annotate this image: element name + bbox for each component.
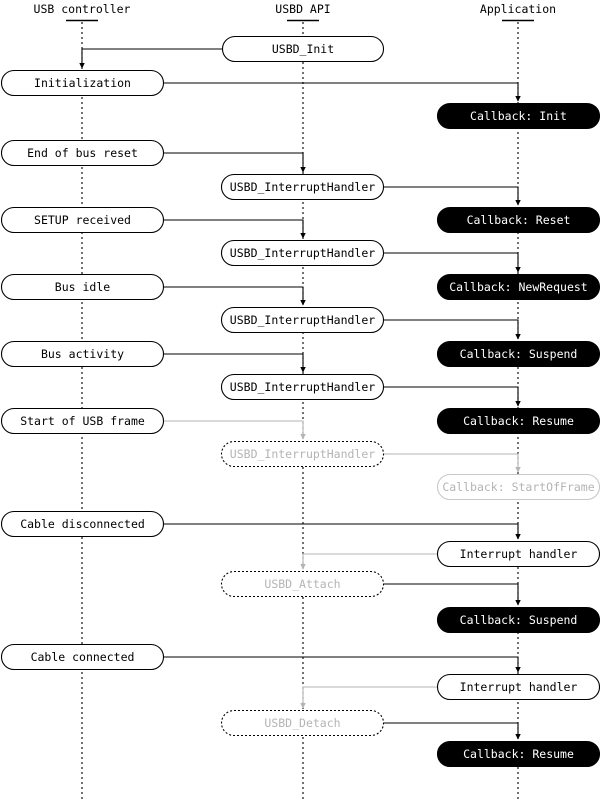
- node-shape: [220, 570, 385, 598]
- node-setup-received[interactable]: SETUP received: [0, 206, 165, 234]
- node-label: Bus idle: [55, 280, 110, 294]
- node-label: Callback: Suspend: [460, 613, 578, 627]
- column-title-usbd-api: USBD API: [275, 2, 330, 16]
- column-title-application: Application: [480, 2, 556, 16]
- connector-c-detach-to-cbresume2: [384, 722, 521, 740]
- node-interrupt-handler-4[interactable]: USBD_InterruptHandler: [220, 373, 385, 401]
- node-label: Callback: Reset: [467, 213, 571, 227]
- node-label: USBD_InterruptHandler: [230, 180, 375, 194]
- connector-c-ih2-to-cbnewrequest: [384, 252, 521, 273]
- node-label: Callback: Resume: [463, 747, 574, 761]
- node-shape: [0, 510, 165, 538]
- node-shape: [0, 340, 165, 368]
- connector-c-ihapp1-to-attach: [300, 553, 437, 570]
- node-usbd-detach[interactable]: USBD_Detach: [220, 709, 385, 737]
- node-callback-reset[interactable]: Callback: Reset: [436, 206, 600, 234]
- node-label: Cable disconnected: [20, 517, 145, 531]
- lifelines-layer: [66, 19, 534, 800]
- node-interrupt-handler-app-1[interactable]: Interrupt handler: [436, 540, 600, 568]
- node-label: Interrupt handler: [460, 547, 578, 561]
- connector-c-init-to-initialization: [79, 48, 222, 69]
- connector-c-disconnected-to-ihapp1: [164, 523, 521, 540]
- connector-c-initialization-to-cbinit: [164, 82, 521, 102]
- connector-c-busactivity-to-ih4: [164, 353, 306, 373]
- connector-c-ih5-to-cbsof: [384, 453, 521, 473]
- headers-layer: USB controller USBD API Application: [34, 2, 557, 16]
- node-shape: [0, 643, 165, 671]
- node-shape: [220, 373, 385, 401]
- node-label: USBD_InterruptHandler: [230, 380, 375, 394]
- node-callback-resume-1[interactable]: Callback: Resume: [436, 407, 600, 435]
- connector-c-connected-to-ihapp2: [164, 656, 521, 673]
- node-label: Callback: Init: [470, 109, 567, 123]
- node-callback-suspend-2[interactable]: Callback: Suspend: [436, 606, 600, 634]
- node-callback-resume-2[interactable]: Callback: Resume: [436, 740, 600, 768]
- node-shape: [0, 206, 165, 234]
- node-label: USBD_Attach: [264, 577, 340, 591]
- connections-layer: [79, 48, 521, 740]
- node-initialization[interactable]: Initialization: [0, 69, 165, 97]
- node-interrupt-handler-1[interactable]: USBD_InterruptHandler: [220, 173, 385, 201]
- node-callback-init[interactable]: Callback: Init: [436, 102, 600, 130]
- connector-c-busreset-to-ih1: [164, 152, 306, 173]
- connector-c-ihapp2-to-detach: [300, 686, 437, 709]
- node-label: Callback: StartOfFrame: [442, 480, 594, 494]
- node-label: End of bus reset: [27, 146, 138, 160]
- connector-c-ih1-to-cbreset: [384, 186, 521, 206]
- connector-c-attach-to-cbsuspend2: [384, 583, 521, 606]
- node-end-of-bus-reset[interactable]: End of bus reset: [0, 139, 165, 167]
- node-label: Callback: NewRequest: [449, 280, 587, 294]
- node-label: Start of USB frame: [20, 414, 145, 428]
- node-bus-activity[interactable]: Bus activity: [0, 340, 165, 368]
- node-interrupt-handler-app-2[interactable]: Interrupt handler: [436, 673, 600, 701]
- node-label: Interrupt handler: [460, 680, 578, 694]
- node-interrupt-handler-3[interactable]: USBD_InterruptHandler: [220, 306, 385, 334]
- node-shape: [221, 35, 385, 63]
- node-bus-idle[interactable]: Bus idle: [0, 273, 165, 301]
- node-shape: [0, 69, 165, 97]
- lifeline-application: [502, 19, 534, 800]
- node-label: Bus activity: [41, 347, 124, 361]
- column-title-usb-controller: USB controller: [34, 2, 131, 16]
- node-label: Callback: Suspend: [460, 347, 578, 361]
- node-shape: [220, 440, 385, 468]
- node-shape: [0, 273, 165, 301]
- node-label: USBD_InterruptHandler: [230, 313, 375, 327]
- connector-c-sof-to-ih5: [164, 420, 306, 440]
- node-shape: [220, 239, 385, 267]
- node-shape: [220, 709, 385, 737]
- connector-c-ih4-to-cbresume: [384, 386, 521, 407]
- node-interrupt-handler-2[interactable]: USBD_InterruptHandler: [220, 239, 385, 267]
- node-shape: [0, 139, 165, 167]
- node-start-of-usb-frame[interactable]: Start of USB frame: [0, 407, 165, 435]
- node-callback-newrequest[interactable]: Callback: NewRequest: [436, 273, 600, 301]
- node-shape: [0, 407, 165, 435]
- node-interrupt-handler-5[interactable]: USBD_InterruptHandler: [220, 440, 385, 468]
- node-shape: [220, 306, 385, 334]
- node-callback-startofframe[interactable]: Callback: StartOfFrame: [436, 473, 600, 501]
- connector-c-ih3-to-cbsuspend: [384, 319, 521, 340]
- node-label: Cable connected: [31, 650, 135, 664]
- node-cable-connected[interactable]: Cable connected: [0, 643, 165, 671]
- node-usbd-init[interactable]: USBD_Init: [221, 35, 385, 63]
- node-label: SETUP received: [34, 213, 131, 227]
- node-cable-disconnected[interactable]: Cable disconnected: [0, 510, 165, 538]
- node-usbd-attach[interactable]: USBD_Attach: [220, 570, 385, 598]
- connector-c-busidle-to-ih3: [164, 286, 306, 306]
- node-label: Callback: Resume: [463, 414, 574, 428]
- node-label: USBD_Init: [272, 42, 334, 56]
- node-label: USBD_InterruptHandler: [230, 246, 375, 260]
- lifeline-usbd-api: [287, 19, 319, 800]
- node-callback-suspend-1[interactable]: Callback: Suspend: [436, 340, 600, 368]
- node-label: Initialization: [34, 76, 131, 90]
- node-label: USBD_InterruptHandler: [230, 447, 375, 461]
- lifeline-usb-controller: [66, 19, 98, 800]
- node-label: USBD_Detach: [264, 716, 340, 730]
- connector-c-setup-to-ih2: [164, 219, 306, 239]
- node-shape: [220, 173, 385, 201]
